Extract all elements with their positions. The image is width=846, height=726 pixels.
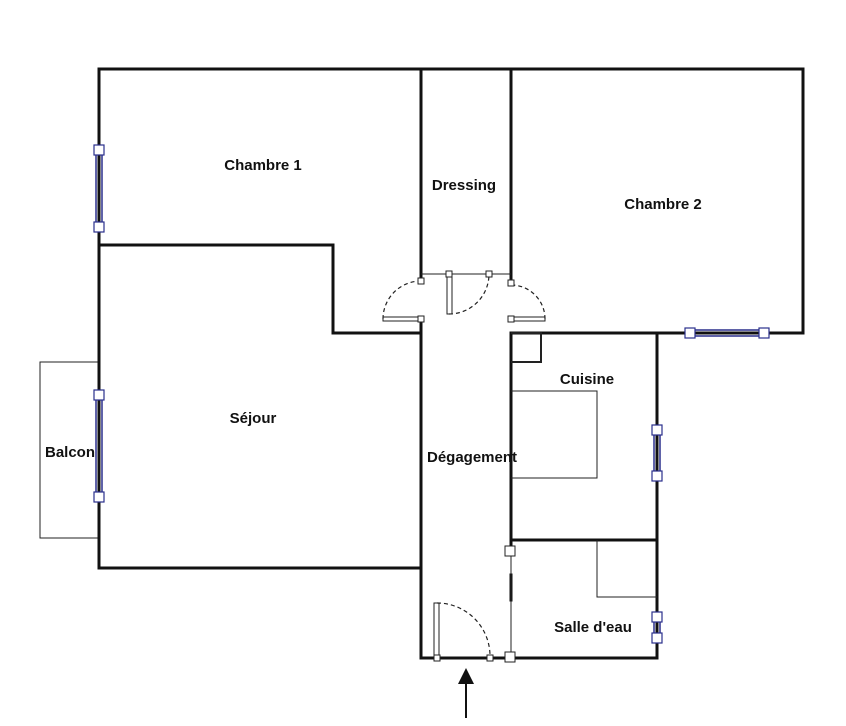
label-dressing: Dressing [432, 177, 496, 194]
door-dressing [421, 270, 511, 315]
window-salle-eau [651, 611, 663, 644]
label-salle-eau: Salle d'eau [554, 619, 632, 636]
label-sejour: Séjour [230, 410, 277, 427]
entrance-arrow-icon [458, 668, 474, 718]
label-cuisine: Cuisine [560, 371, 614, 388]
window-chambre1 [93, 144, 105, 233]
balcon-outline [39, 361, 99, 539]
door-entrance [433, 602, 494, 662]
label-chambre2: Chambre 2 [624, 196, 702, 213]
door-chambre2 [507, 279, 546, 323]
interior-walls [97, 67, 659, 602]
kitchen-counter [511, 390, 598, 479]
door-salle-eau [504, 545, 516, 663]
label-balcon: Balcon [45, 444, 95, 461]
shower-outline [596, 540, 657, 598]
label-degagement: Dégagement [427, 449, 517, 466]
window-chambre2 [684, 327, 770, 339]
door-chambre1 [382, 277, 425, 323]
exterior-walls [97, 67, 805, 660]
label-chambre1: Chambre 1 [224, 157, 302, 174]
window-sejour [93, 389, 105, 503]
window-cuisine [651, 424, 663, 482]
